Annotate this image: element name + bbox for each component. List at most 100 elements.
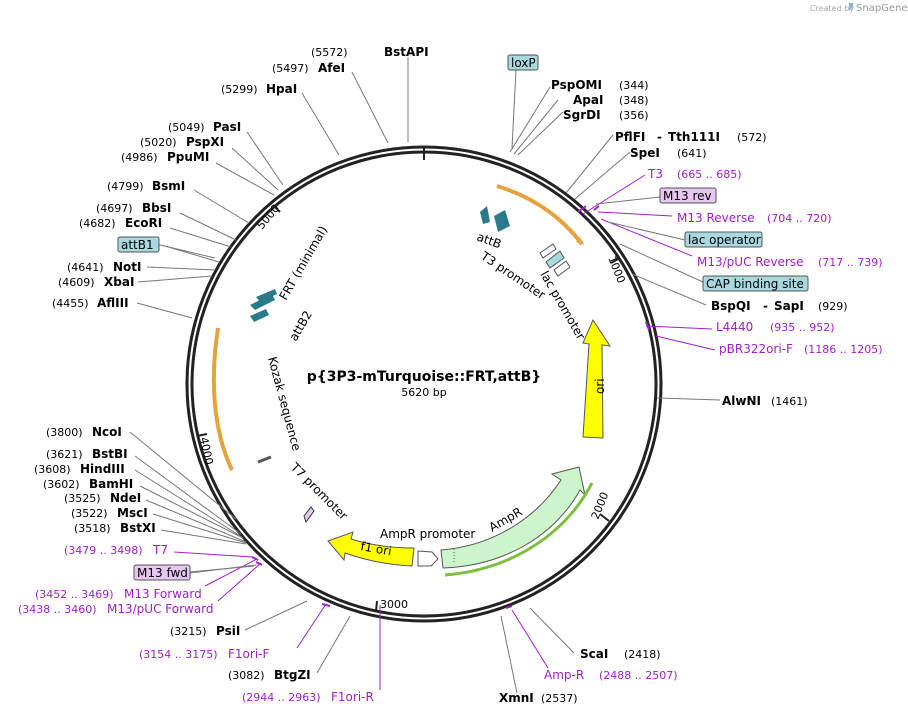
svg-text:CAP binding site: CAP binding site — [706, 277, 804, 291]
site-sgrdi[interactable]: SgrDI (356) — [563, 108, 649, 122]
lac-operator-box[interactable]: lac operator — [684, 231, 763, 248]
f1-ori-label: f1 ori — [359, 539, 392, 558]
svg-text:(3479 .. 3498): (3479 .. 3498) — [64, 544, 143, 557]
site-apai[interactable]: ApaI (348) — [573, 93, 649, 107]
site-pasi[interactable]: (5049) PasI — [168, 120, 241, 134]
svg-text:PspXI: PspXI — [186, 135, 224, 149]
snapgene-logo-icon — [849, 3, 853, 11]
site-bstapi[interactable]: (5572) BstAPI — [311, 45, 429, 59]
site-msci[interactable]: (3522) MscI — [71, 506, 148, 520]
frt-minimal-feature[interactable]: FRT (minimal) — [250, 223, 330, 310]
site-noti[interactable]: (4641) NotI — [67, 260, 142, 274]
site-ecori[interactable]: (4682) EcoRI — [79, 216, 162, 230]
svg-text:XmnI: XmnI — [499, 691, 534, 705]
site-bspqi-sapi[interactable]: BspQI - SapI (929) — [711, 299, 848, 313]
site-ndei[interactable]: (3525) NdeI — [64, 491, 141, 505]
svg-text:HpaI: HpaI — [266, 82, 297, 96]
m13-rev-box[interactable]: M13 rev — [659, 187, 717, 204]
svg-text:attB1: attB1 — [121, 238, 154, 252]
site-hpai[interactable]: (5299) HpaI — [221, 82, 297, 96]
svg-text:AflIII: AflIII — [97, 296, 129, 310]
primer-m13-reverse[interactable]: M13 Reverse (704 .. 720) — [677, 211, 832, 225]
lac-promoter-label: lac promoter — [537, 269, 588, 343]
primer-m13-puc-reverse[interactable]: M13/pUC Reverse (717 .. 739) — [697, 255, 883, 269]
site-xbai[interactable]: (4609) XbaI — [58, 275, 134, 289]
ampr-feature[interactable]: AmpR — [440, 466, 586, 569]
primer-t7[interactable]: (3479 .. 3498) T7 — [64, 543, 168, 557]
svg-text:pBR322ori-F: pBR322ori-F — [719, 342, 793, 356]
site-scai[interactable]: ScaI (2418) — [580, 647, 661, 661]
primer-f1ori-r[interactable]: (2944 .. 2963) F1ori-R — [242, 690, 374, 704]
loxp-box[interactable]: loxP — [507, 54, 539, 71]
svg-text:(3215): (3215) — [170, 625, 207, 638]
svg-text:(3525): (3525) — [64, 492, 101, 505]
primer-pbr322ori-f[interactable]: pBR322ori-F (1186 .. 1205) — [719, 342, 883, 356]
attb2-label: attB2 — [286, 308, 314, 343]
svg-text:(3522): (3522) — [71, 507, 108, 520]
svg-text:M13 Reverse: M13 Reverse — [677, 211, 755, 225]
site-bamhi[interactable]: (3602) BamHI — [43, 477, 133, 491]
attb-feature[interactable]: attB — [475, 206, 510, 251]
svg-text:BstAPI: BstAPI — [384, 45, 429, 59]
svg-text:NotI: NotI — [113, 260, 142, 274]
site-bstxi[interactable]: (3518) BstXI — [74, 521, 156, 535]
site-xmni[interactable]: XmnI (2537) — [499, 691, 578, 705]
site-hindiii[interactable]: (3608) HindIII — [34, 462, 125, 476]
site-pspomi[interactable]: PspOMI (344) — [551, 78, 649, 92]
svg-text:F1ori-R: F1ori-R — [331, 690, 374, 704]
m13-fwd-box[interactable]: M13 fwd — [133, 564, 191, 581]
kozak-feature[interactable]: Kozak sequence — [257, 355, 304, 464]
lac-promoter-feature[interactable]: lac promoter — [537, 250, 588, 343]
svg-text:(3452 .. 3469): (3452 .. 3469) — [35, 588, 114, 601]
svg-text:ApaI: ApaI — [573, 93, 603, 107]
site-btgzi[interactable]: (3082) BtgZI — [228, 668, 311, 682]
ori-feature[interactable]: ori — [582, 318, 612, 439]
site-ppumi[interactable]: (4986) PpuMI — [121, 150, 209, 164]
svg-text:BstXI: BstXI — [120, 521, 156, 535]
svg-text:(3621): (3621) — [46, 448, 83, 461]
primer-m13-forward[interactable]: (3452 .. 3469) M13 Forward — [35, 587, 202, 601]
site-ncoi[interactable]: (3800) NcoI — [46, 425, 122, 439]
ampr-promoter-feature[interactable]: AmpR promoter — [380, 527, 475, 567]
primer-t3[interactable]: T3 (665 .. 685) — [647, 167, 742, 181]
attb1-box[interactable]: attB1 — [117, 236, 160, 253]
svg-text:(4682): (4682) — [79, 217, 116, 230]
site-bsmi[interactable]: (4799) BsmI — [107, 179, 185, 193]
primer-marks — [251, 205, 650, 609]
svg-text:-: - — [763, 299, 768, 313]
svg-text:(2537): (2537) — [541, 692, 578, 705]
site-psii[interactable]: (3215) PsiI — [170, 624, 240, 638]
site-bstbi[interactable]: (3621) BstBI — [46, 447, 128, 461]
svg-text:M13 fwd: M13 fwd — [137, 566, 188, 580]
svg-text:(2418): (2418) — [624, 648, 661, 661]
attb2-feature[interactable]: attB2 — [250, 308, 315, 344]
site-spei[interactable]: SpeI (641) — [630, 146, 707, 160]
cap-binding-site-box[interactable]: CAP binding site — [702, 275, 809, 292]
site-bbsi[interactable]: (4697) BbsI — [96, 201, 171, 215]
svg-text:NdeI: NdeI — [110, 491, 141, 505]
svg-text:(929): (929) — [818, 300, 848, 313]
svg-text:(935 .. 952): (935 .. 952) — [770, 321, 835, 334]
svg-text:PspOMI: PspOMI — [551, 78, 602, 92]
primer-amp-r[interactable]: Amp-R (2488 .. 2507) — [544, 668, 678, 682]
tick-5000: 5000 — [254, 202, 282, 232]
svg-text:T7: T7 — [152, 543, 168, 557]
svg-text:2000: 2000 — [589, 490, 612, 521]
svg-text:M13/pUC Reverse: M13/pUC Reverse — [697, 255, 804, 269]
site-afliii[interactable]: (4455) AflIII — [52, 296, 129, 310]
site-pspxi[interactable]: (5020) PspXI — [140, 135, 224, 149]
svg-text:SapI: SapI — [774, 299, 804, 313]
site-pflfi-tth111i[interactable]: PflFI - Tth111I (572) — [615, 130, 767, 144]
svg-text:(4697): (4697) — [96, 202, 133, 215]
f1-ori-feature[interactable]: f1 ori — [327, 531, 415, 567]
primer-m13-puc-forward[interactable]: (3438 .. 3460) M13/pUC Forward — [18, 602, 214, 616]
primer-f1ori-f[interactable]: (3154 .. 3175) F1ori-F — [139, 647, 269, 661]
t7-promoter-feature[interactable]: T7 promoter — [287, 460, 350, 524]
svg-text:EcoRI: EcoRI — [125, 216, 162, 230]
primer-l4440[interactable]: L4440 (935 .. 952) — [716, 320, 835, 334]
site-afei[interactable]: (5497) AfeI — [272, 61, 345, 75]
created-by-label: Created by — [810, 4, 854, 13]
site-alwni[interactable]: AlwNI (1461) — [722, 394, 808, 408]
svg-text:4000: 4000 — [197, 436, 216, 466]
